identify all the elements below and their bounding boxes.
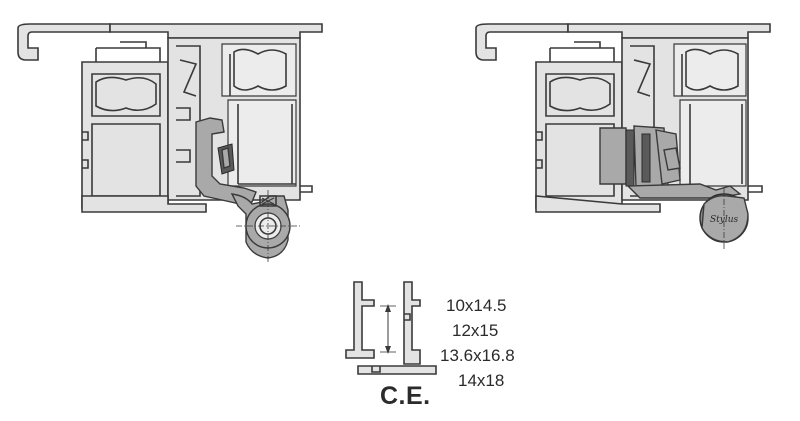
channel-dimension-detail [345, 281, 437, 375]
profile-size-1: 10x14.5 [446, 296, 507, 315]
left-hinge-hardware [195, 117, 300, 262]
profile-size-2: 12x15 [452, 321, 499, 340]
right-hinge-hardware: Stylus [599, 125, 749, 250]
ce-mark-label: C.E. [380, 382, 431, 410]
left-section-profile [17, 23, 323, 213]
profile-size-4: 14x18 [458, 371, 505, 390]
profile-size-3: 13.6x16.8 [440, 346, 515, 365]
svg-text:Stylus: Stylus [710, 215, 739, 225]
